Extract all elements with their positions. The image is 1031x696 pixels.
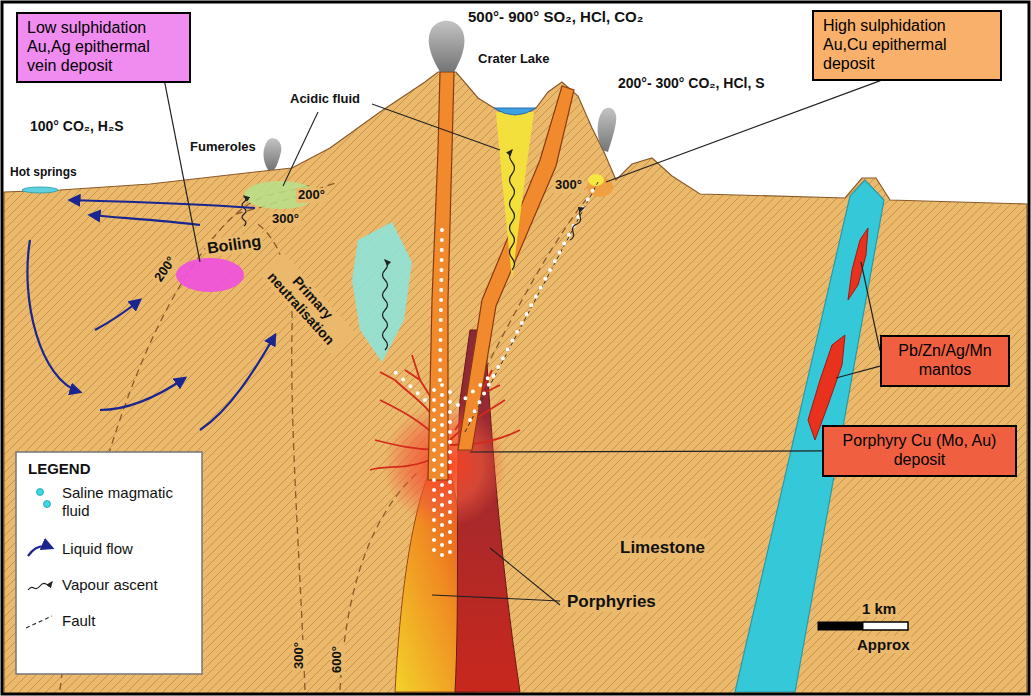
saline-fluid-dots xyxy=(432,390,436,560)
deposit-box: Porphyry Cu (Mo, Au) deposit xyxy=(822,425,1017,477)
box-text: Porphyry Cu (Mo, Au) deposit xyxy=(833,432,1006,470)
fault-line xyxy=(465,182,598,432)
leader-line xyxy=(861,262,880,351)
flow-arrow-sample xyxy=(28,546,52,556)
manto-body xyxy=(808,228,868,440)
diagram-label: Limestone xyxy=(618,538,707,558)
diagram-label: Approx xyxy=(855,636,912,653)
box-text: High sulphidation Au,Cu epithermal depos… xyxy=(823,17,991,74)
box-text: Low sulphidation Au,Ag epithermal vein d… xyxy=(27,19,180,76)
leader-line xyxy=(165,83,200,262)
diagram-label: 300° xyxy=(553,178,584,193)
diagram-label: 500°- 900° SO₂, HCl, CO₂ xyxy=(468,8,643,25)
saline-fluid-dots xyxy=(395,372,425,400)
leader-line xyxy=(836,366,880,378)
diagram-label: 1 km xyxy=(860,600,898,617)
legend-sample xyxy=(28,582,52,590)
gas-plume xyxy=(264,21,617,170)
diagram-label: 200° xyxy=(296,188,327,203)
volcanic-conduit xyxy=(428,72,574,480)
liquid-flow-arrow xyxy=(70,200,255,208)
saline-fluid-dots xyxy=(470,184,596,420)
vapour-ascent xyxy=(242,196,246,226)
legend-sample xyxy=(28,546,52,556)
label-leader xyxy=(490,548,560,605)
vein xyxy=(370,460,430,470)
vapour-ascent xyxy=(570,208,584,240)
diagram-label: 200° xyxy=(150,253,180,287)
leader-line xyxy=(606,81,880,182)
diagram-label: 300° xyxy=(270,212,301,227)
scale-bar xyxy=(818,622,908,630)
legend-text: Saline magmatic fluid xyxy=(62,484,187,520)
manto-body xyxy=(848,228,868,300)
legend-text: Vapour ascent xyxy=(62,576,187,594)
label-leader xyxy=(283,112,318,186)
fault-sample xyxy=(26,616,52,628)
saline-fluid-dots xyxy=(448,392,452,555)
ground xyxy=(4,72,1027,694)
crater-lake xyxy=(494,108,536,115)
saline-dot-sample xyxy=(44,501,51,508)
diagram-label: Porphyries xyxy=(565,592,658,612)
scale-bar xyxy=(818,622,863,630)
leader-line xyxy=(470,451,822,452)
liquid-flow-arrow xyxy=(27,240,80,392)
legend-box xyxy=(16,452,202,674)
saline-fluid-dots xyxy=(440,230,442,380)
diagram-label: 100° CO₂, H₂S xyxy=(30,118,124,134)
legend-text: Fault xyxy=(62,612,187,630)
liquid-flow-arrow xyxy=(100,378,185,410)
legend-sample xyxy=(37,489,51,508)
vapour-ascent xyxy=(510,150,515,270)
low-sulphidation-zone xyxy=(176,258,244,292)
liquid-flow-arrow xyxy=(200,335,275,430)
vapour-ascent xyxy=(383,260,388,350)
diagram-label: Crater Lake xyxy=(478,52,550,67)
diagram-label: Hot springs xyxy=(10,166,77,180)
gas-plume xyxy=(429,21,465,72)
label-leader xyxy=(283,104,560,605)
liquid-flow-arrow xyxy=(27,200,275,430)
legend-samples xyxy=(26,489,52,629)
diagram-label: 300° xyxy=(292,640,307,671)
volcanic-conduit xyxy=(428,72,454,480)
diagram-label: Primary neutralisation xyxy=(259,252,355,354)
saline-fluid-dots xyxy=(395,184,596,560)
gas-plume xyxy=(598,108,617,152)
deposit-box: High sulphidation Au,Cu epithermal depos… xyxy=(812,10,1002,81)
vapour-sample xyxy=(28,582,52,590)
diagram-label: 600° xyxy=(330,644,345,675)
scale-bar xyxy=(818,622,908,630)
liquid-flow-arrow xyxy=(90,215,200,225)
deposit-box: Pb/Zn/Ag/Mn mantos xyxy=(880,335,1010,387)
diagram-label: 200°- 300° CO₂, HCl, S xyxy=(618,75,765,91)
legend-text: Liquid flow xyxy=(62,540,187,558)
saline-fluid-dots xyxy=(458,378,488,405)
box-text: Pb/Zn/Ag/Mn mantos xyxy=(891,342,999,380)
acidic-fluid-zone xyxy=(496,112,534,280)
gas-plume xyxy=(264,138,282,170)
deposit-box: Low sulphidation Au,Ag epithermal vein d… xyxy=(16,12,191,83)
label-leader xyxy=(432,595,560,601)
saline-dot-sample xyxy=(37,489,44,496)
neutralisation-zone xyxy=(352,222,412,362)
diagram-label: LEGEND xyxy=(28,460,91,477)
hot-spring-pool xyxy=(22,187,58,193)
label-leader xyxy=(372,104,500,150)
vapour-ascent xyxy=(242,150,584,350)
high-sulphidation-zone xyxy=(588,174,604,186)
high-sulphidation-zone xyxy=(587,174,613,197)
legend-sample xyxy=(26,616,52,628)
diagram-label: Fumeroles xyxy=(190,140,256,155)
diagram-label: Boiling xyxy=(204,232,264,258)
saline-fluid-dots xyxy=(440,385,444,560)
liquid-flow-arrow xyxy=(95,300,140,330)
scale-bar xyxy=(863,622,908,630)
diagram-label: Acidic fluid xyxy=(290,92,360,107)
